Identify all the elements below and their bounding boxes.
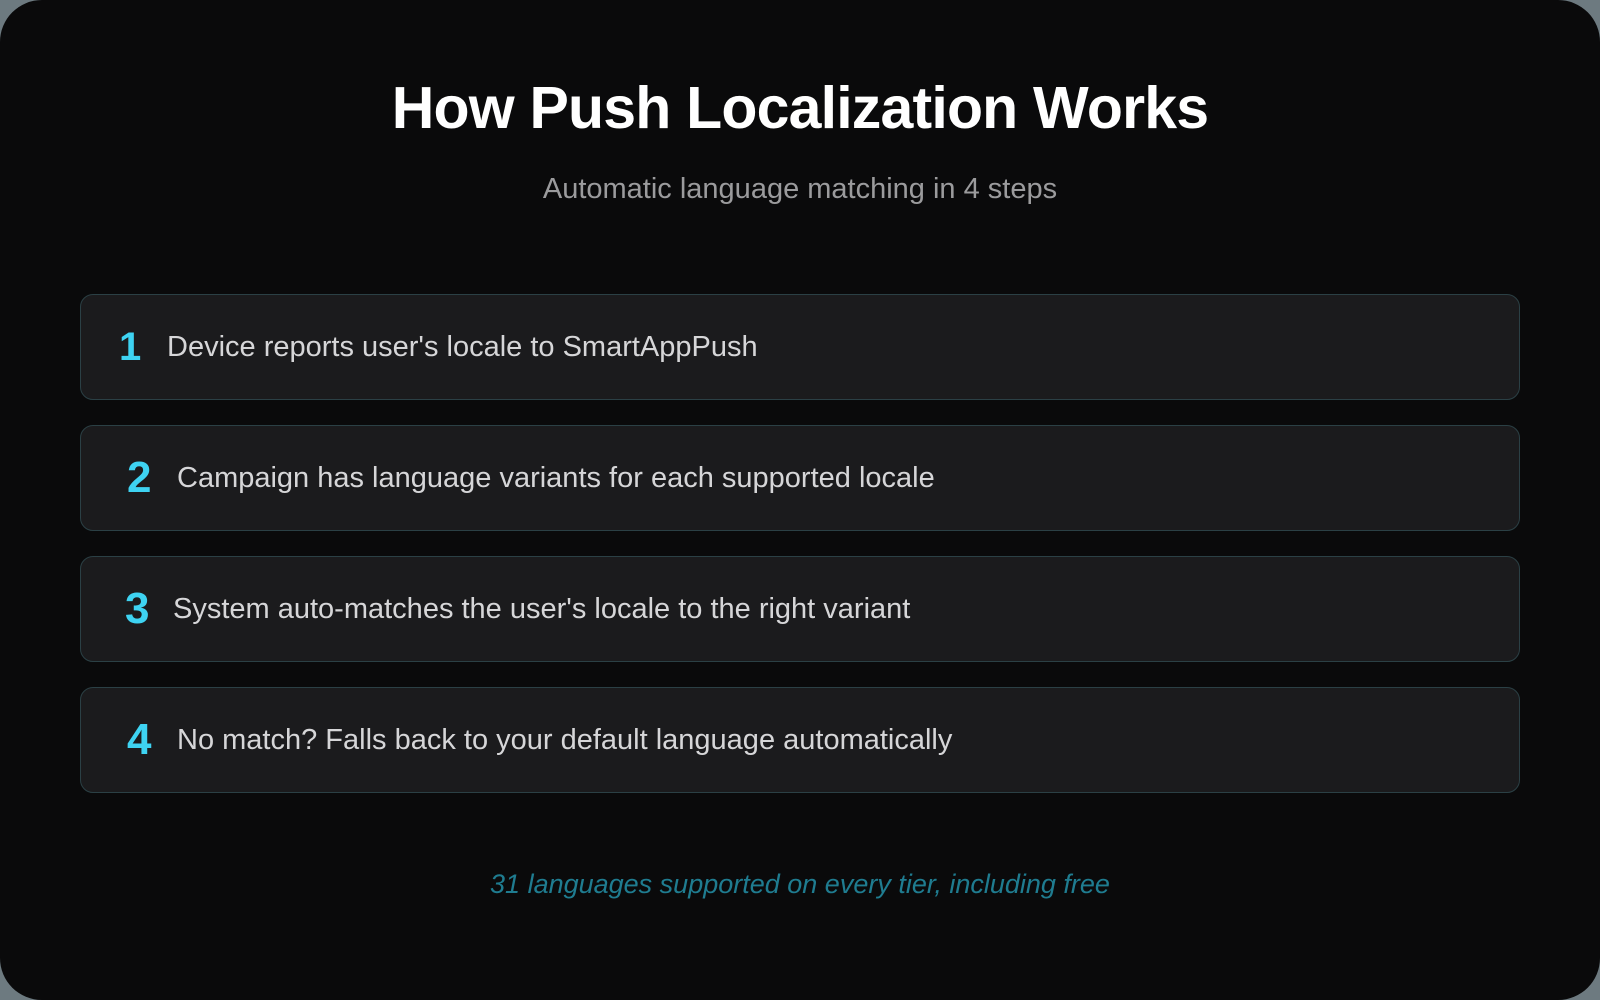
page-subtitle: Automatic language matching in 4 steps [542, 172, 1058, 205]
step-number-2: 2 [127, 453, 152, 502]
step-label-1: Device reports user's locale to SmartApp… [167, 330, 758, 363]
step-card-2: 2 Campaign has language variants for eac… [80, 425, 1520, 531]
step-card-1: 1 Device reports user's locale to SmartA… [80, 294, 1520, 400]
step-card-4: 4 No match? Falls back to your default l… [80, 687, 1520, 793]
step-label-3: System auto-matches the user's locale to… [173, 592, 911, 625]
step-card-3: 3 System auto-matches the user's locale … [80, 556, 1520, 662]
step-label-4: No match? Falls back to your default lan… [177, 723, 953, 756]
page-title: How Push Localization Works [391, 75, 1209, 141]
steps-list: 1 Device reports user's locale to SmartA… [80, 294, 1520, 793]
step-number-4: 4 [127, 715, 152, 764]
step-number-3: 3 [125, 584, 150, 633]
header: How Push Localization Works Automatic la… [0, 0, 1600, 207]
step-label-2: Campaign has language variants for each … [177, 461, 935, 494]
footer-note: 31 languages supported on every tier, in… [490, 869, 1110, 899]
step-number-1: 1 [119, 325, 142, 369]
